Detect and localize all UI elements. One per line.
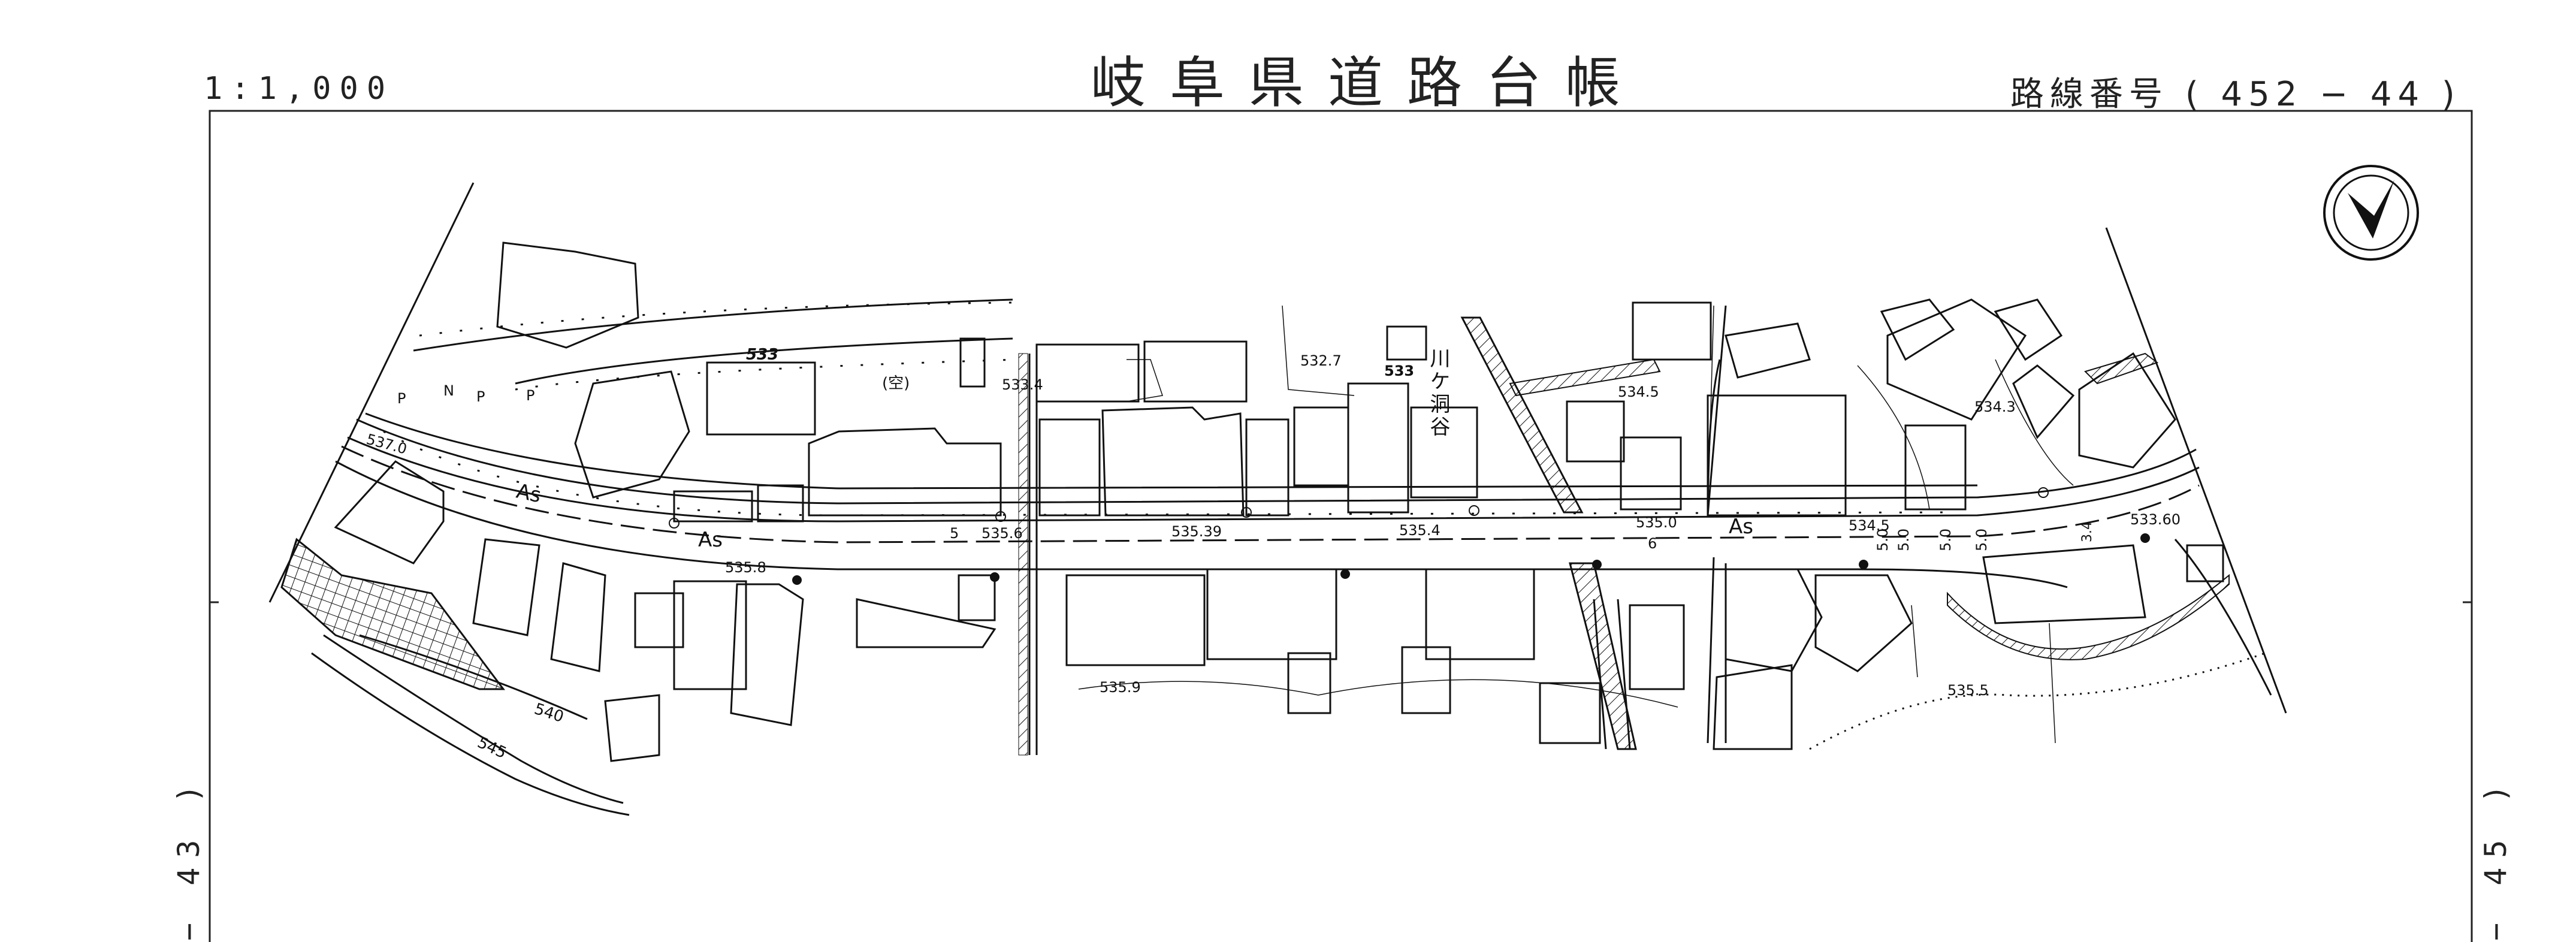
- road-centerline: [341, 445, 2200, 544]
- elevation-label: 535.0: [1636, 514, 1677, 531]
- buildings-north: [496, 241, 2176, 523]
- width-label: 5.0: [1895, 529, 1912, 551]
- lot-outlines: [1078, 305, 2074, 744]
- route-number-label: 路線番号: [2010, 75, 2169, 114]
- road-edges: [335, 412, 2200, 588]
- river-hatch-south: [1569, 562, 1637, 750]
- width-label: 5.0: [1973, 529, 1990, 551]
- width-label: 6: [1648, 535, 1657, 552]
- sheet-boundary-right: [2105, 227, 2287, 714]
- slope-hatch-west: [1018, 353, 1028, 756]
- route-number: 路線番号 ( 452 − 44 ): [2010, 67, 2461, 116]
- elevation-label: 533: [1384, 363, 1414, 379]
- elevation-label: 534.5: [1618, 384, 1659, 400]
- route-number-value: ( 452 − 44 ): [2185, 75, 2461, 114]
- road-surface-label: As: [1729, 515, 1753, 539]
- buildings-south: [334, 460, 2224, 762]
- sheet-title: 岐阜県道路台帳: [1091, 51, 1645, 115]
- road-surface-label: As: [698, 528, 723, 552]
- contour-label: 545: [475, 733, 509, 762]
- retaining-wall-grid: [280, 538, 505, 690]
- elevation-label: 534.3: [1974, 398, 2016, 415]
- elevation-label: 534.5: [1849, 517, 1890, 534]
- wall-hatch-north: [1509, 358, 1661, 397]
- marker-label: P: [476, 388, 485, 405]
- width-label: 3.4: [2080, 521, 2095, 542]
- marker-label: N: [443, 382, 454, 399]
- channel-hatch-east: [1947, 573, 2230, 660]
- river-name-label: 川ケ洞谷: [1426, 348, 1450, 439]
- elevation-label: 535.39: [1171, 523, 1222, 540]
- width-label: 5.0: [1937, 529, 1954, 551]
- vacant-lot-label: (空): [882, 375, 910, 393]
- elevation-label: 533.4: [1002, 376, 1043, 393]
- sheet-boundary-left: [268, 182, 475, 603]
- elevation-label: 535.8: [725, 559, 766, 576]
- elevation-label: 535.4: [1399, 522, 1440, 539]
- marker-label: P: [526, 387, 534, 404]
- road-side-dots: [383, 301, 1948, 517]
- elevation-label: 535.5: [1947, 682, 1989, 699]
- elevation-label: 535.9: [1100, 679, 1141, 696]
- upper-road: [413, 298, 1013, 385]
- slope-hatch-east: [1809, 652, 2266, 750]
- road-surface-label: As: [514, 479, 543, 508]
- elevation-label: 533.60: [2130, 511, 2181, 528]
- elevation-label: 533: [746, 346, 778, 364]
- manholes: [669, 487, 2049, 529]
- contour-label: 540: [532, 700, 566, 726]
- width-label: 5.0: [1874, 529, 1891, 551]
- map-frame: [209, 110, 2473, 942]
- elevation-label: 532.7: [1300, 352, 1342, 369]
- scale-label: 1:1,000: [204, 71, 394, 107]
- north-arrow-icon: [2323, 165, 2419, 261]
- river-hatch: [1460, 316, 1584, 514]
- map-labels: As As As 533 533.4 532.7 533 534.5 534.3…: [364, 346, 2181, 762]
- utility-poles: [792, 533, 2150, 585]
- width-label: 5: [950, 525, 959, 542]
- contour-lines: [311, 634, 630, 816]
- elevation-label: 535.6: [982, 525, 1023, 542]
- marker-label: P: [397, 390, 406, 407]
